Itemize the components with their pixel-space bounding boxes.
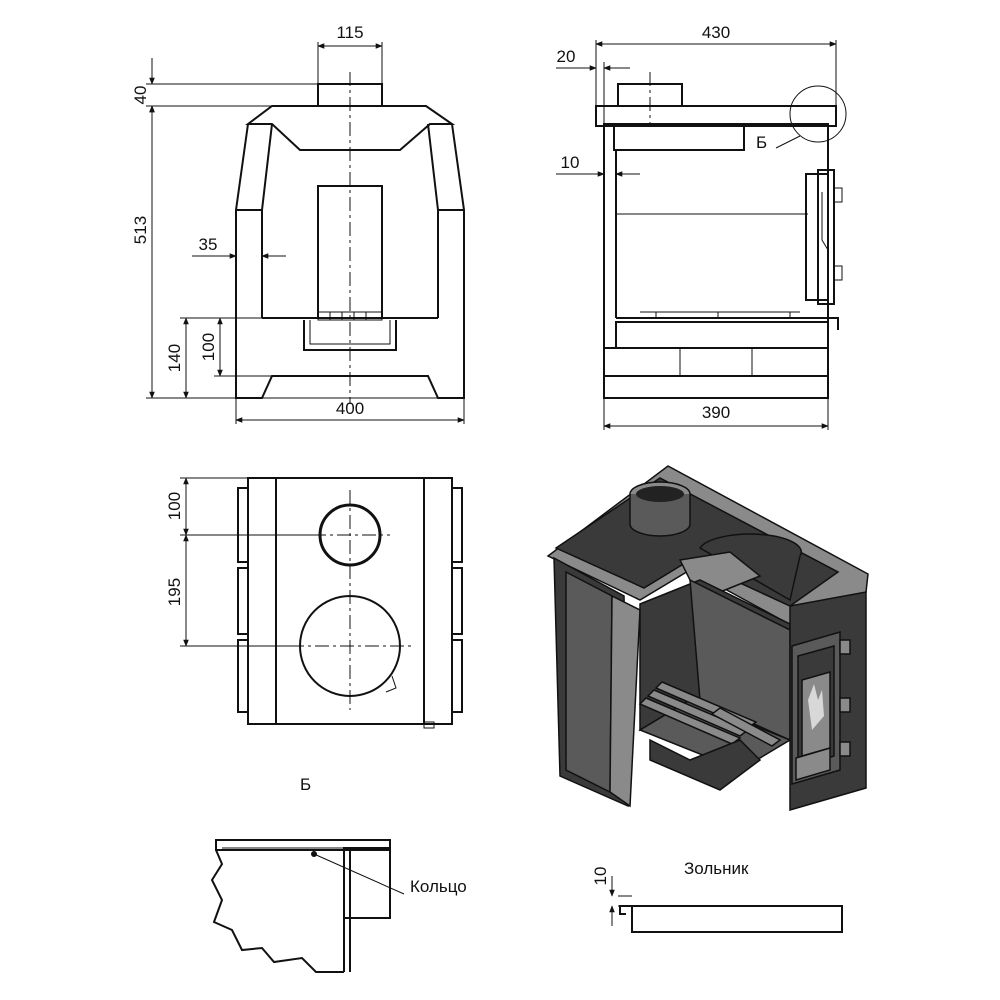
dim-ash-pan: 10 — [591, 867, 610, 886]
side-baffle — [613, 123, 745, 151]
ring-label: Кольцо — [410, 877, 467, 896]
iso-door — [791, 631, 851, 785]
dim-wall: 35 — [199, 235, 218, 254]
side-door — [805, 169, 843, 305]
detail-b: Б Кольцо — [210, 775, 467, 973]
dim-top-offset: 100 — [165, 492, 184, 520]
dim-depth-top: 430 — [702, 23, 730, 42]
dim-depth-bottom: 390 — [702, 403, 730, 422]
ash-pan-view: Зольник 10 — [591, 859, 843, 933]
side-view: Б 430 20 10 390 — [556, 23, 847, 430]
front-view: 115 40 513 140 100 35 400 — [131, 23, 465, 424]
dim-body-height: 513 — [131, 216, 150, 244]
isometric-cutaway-view — [546, 465, 869, 811]
detail-b-title: Б — [300, 775, 311, 794]
front-grate — [317, 311, 383, 321]
iso-grate — [638, 681, 782, 747]
dim-pipe-width: 115 — [336, 23, 363, 42]
detail-b-circle — [789, 85, 847, 143]
dim-hole-spacing: 195 — [165, 578, 184, 606]
side-grate — [616, 311, 828, 319]
side-top-plate — [595, 105, 837, 127]
side-body-outline — [603, 123, 829, 399]
dim-pipe-height: 40 — [131, 86, 150, 105]
dim-pipe-offset: 20 — [557, 47, 576, 66]
dim-grate-height: 140 — [165, 344, 184, 372]
top-side-bosses — [237, 487, 463, 713]
detail-b-marker: Б — [756, 133, 767, 152]
side-ash-drawer — [603, 347, 829, 377]
dim-side-wall: 10 — [561, 153, 580, 172]
dim-width: 400 — [336, 399, 364, 418]
top-view: 100 195 — [165, 477, 463, 729]
ash-pan-title: Зольник — [684, 859, 749, 878]
ash-pan-body — [631, 905, 843, 933]
front-roof — [245, 105, 456, 151]
dim-ash-height: 100 — [199, 333, 218, 361]
